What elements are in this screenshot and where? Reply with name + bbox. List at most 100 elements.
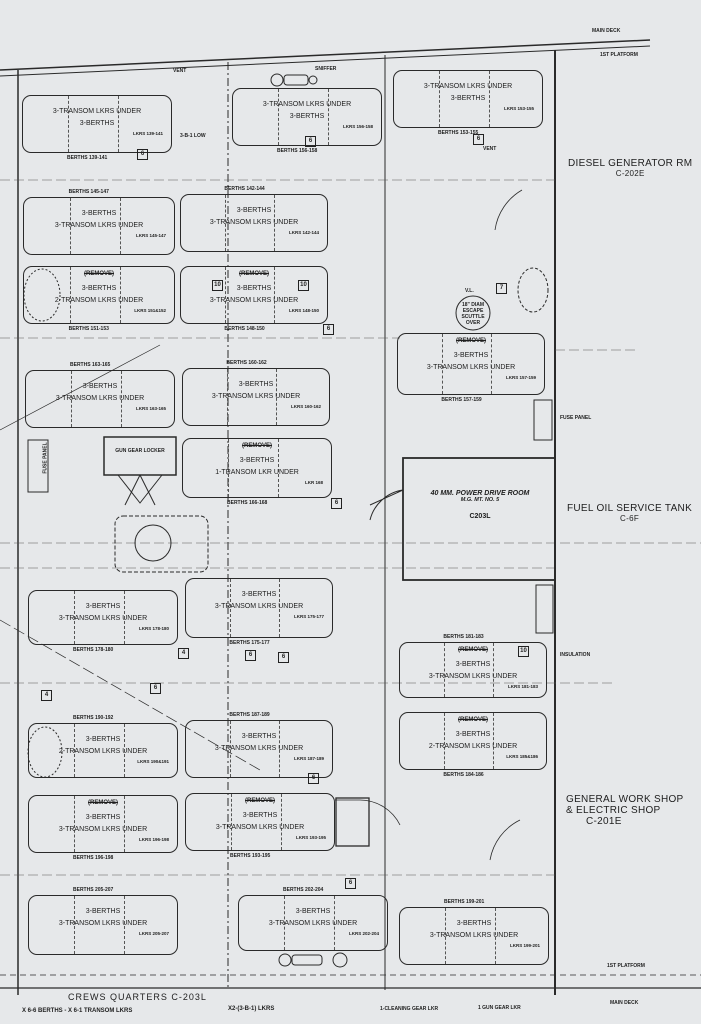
berth-line-2: 3-TRANSOM LKRS UNDER xyxy=(58,920,148,927)
berth-line-1: 3-BERTHS xyxy=(455,731,491,738)
berth-line-2: 3-TRANSOM LKRS UNDER xyxy=(55,395,145,402)
berth-block: (REMOVE) 3-BERTHS 3-TRANSOM LKRS UNDER L… xyxy=(397,333,545,395)
gun-gear-lkr-label: 1 GUN GEAR LKR xyxy=(478,1005,521,1011)
locker-tag: 6 xyxy=(308,773,319,784)
locker-numbers: LKRS 145-147 xyxy=(135,233,166,238)
room-name: FUEL OIL SERVICE TANK xyxy=(567,503,693,514)
berth-divider xyxy=(119,267,121,323)
berth-divider xyxy=(442,334,444,394)
berth-block: 3-BERTHS 3-TRANSOM LKRS UNDER LKRS 178-1… xyxy=(28,590,178,645)
berth-block: 3-BERTHS 3-TRANSOM LKRS UNDER LKRS 160-1… xyxy=(182,368,330,426)
berth-block: 3-TRANSOM LKRS UNDER 3-BERTHS LKRS 153-1… xyxy=(393,70,543,128)
power-drive-room-label: 40 MM. POWER DRIVE ROOM M.G. MT. NO. 5 C… xyxy=(410,490,550,520)
berth-divider xyxy=(333,896,335,950)
berth-block: (REMOVE) 3-BERTHS 3-TRANSOM LKRS UNDER L… xyxy=(185,793,335,851)
berth-line-1: 3-BERTHS xyxy=(453,352,489,359)
berth-caption: BERTHS 181-183 xyxy=(443,634,484,640)
locker-tag: 6 xyxy=(137,149,148,160)
berth-caption: BERTHS 156-158 xyxy=(277,148,318,154)
berth-caption: BERTHS 190-192 xyxy=(73,715,114,721)
berth-line-2: 2-TRANSOM LKRS UNDER xyxy=(58,748,148,755)
berth-divider xyxy=(230,721,232,777)
berth-line-1: 3-BERTHS xyxy=(85,603,121,610)
berth-block: 3-BERTHS 3-TRANSOM LKRS UNDER LKRS 199-2… xyxy=(399,907,549,965)
room-code: C-6F xyxy=(620,514,640,523)
locker-numbers: LKRS 160-162 xyxy=(290,404,321,409)
berth-divider xyxy=(444,643,446,697)
room-code: C-202E xyxy=(615,169,645,178)
berth-block: (REMOVE) 3-BERTHS 3-TRANSOM LKRS UNDER L… xyxy=(28,795,178,853)
berth-block: 3-BERTHS 3-TRANSOM LKRS UNDER LKRS 202-2… xyxy=(238,895,388,951)
diesel-generator-room: DIESEL GENERATOR RM C-202E xyxy=(568,158,692,178)
berth-caption: BERTHS 175-177 xyxy=(229,640,270,646)
berth-block: 3-BERTHS 3-TRANSOM LKRS UNDER LKRS 163-1… xyxy=(25,370,175,428)
berth-block: 3-BERTHS 3-TRANSOM LKRS UNDER LKRS 142-1… xyxy=(180,194,328,252)
berth-line-1: 3-BERTHS xyxy=(239,457,275,464)
locker-numbers: LKRS 205-207 xyxy=(138,931,169,936)
locker-tag: 6 xyxy=(323,324,334,335)
berth-divider xyxy=(493,713,495,769)
berth-line-1: 3-TRANSOM LKRS UNDER xyxy=(423,83,513,90)
berth-divider xyxy=(69,267,71,323)
berth-divider xyxy=(74,724,75,777)
room-sub: M.G. MT. NO. 5 xyxy=(460,497,500,503)
vl-label: V.L. xyxy=(465,288,474,294)
berth-line-1: 3-BERTHS xyxy=(85,736,121,743)
locker-numbers: LKRS 148-150 xyxy=(288,308,319,313)
berth-divider xyxy=(117,96,119,152)
berth-line-2: 3-TRANSOM LKRS UNDER xyxy=(209,297,299,304)
berth-divider xyxy=(225,267,227,323)
locker-numbers: LKRS 199-201 xyxy=(509,943,540,948)
berth-caption: BERTHS 178-180 xyxy=(73,647,114,653)
berth-caption: BERTHS 151-153 xyxy=(68,326,109,332)
berth-divider xyxy=(123,591,125,644)
berth-line-2: 3-BERTHS xyxy=(289,113,325,120)
fuse-panel-label: FUSE PANEL xyxy=(560,415,592,421)
main-deck-label-bottom: MAIN DECK xyxy=(610,1000,639,1006)
berth-line-1: 3-BERTHS xyxy=(242,812,278,819)
fuse-panel-label: FUSE PANEL xyxy=(42,442,49,474)
berth-line-2: 3-TRANSOM LKRS UNDER xyxy=(428,673,518,680)
locker-tag: 6 xyxy=(305,136,316,147)
locker-tag: 6 xyxy=(278,652,289,663)
locker-numbers: LKRS 139-141 xyxy=(132,131,163,136)
berth-caption: BERTHS 166-168 xyxy=(227,500,268,506)
berth-line-2: 3-TRANSOM LKRS UNDER xyxy=(58,615,148,622)
berth-divider xyxy=(74,591,75,644)
berth-line-1: 3-BERTHS xyxy=(455,661,491,668)
berth-divider xyxy=(74,796,75,852)
berth-line-1: 3-BERTHS xyxy=(85,908,121,915)
berth-block: (REMOVE) 3-BERTHS 3-TRANSOM LKRS UNDER L… xyxy=(399,642,547,698)
berth-line-2: 2-TRANSOM LKRS UNDER xyxy=(54,297,144,304)
escape-scuttle xyxy=(455,295,491,331)
berth-block: (REMOVE) 3-BERTHS 1-TRANSOM LKR UNDER LK… xyxy=(182,438,332,498)
locker-tag: 6 xyxy=(345,878,356,889)
platform-label-bottom: 1ST PLATFORM xyxy=(607,963,645,969)
berth-line-2: 3-TRANSOM LKRS UNDER xyxy=(211,393,301,400)
berth-divider xyxy=(120,371,122,427)
berth-line-2: 3-TRANSOM LKRS UNDER xyxy=(215,824,305,831)
berth-divider xyxy=(279,721,281,777)
berth-block: 3-BERTHS 2-TRANSOM LKRS UNDER LKRS 190&1… xyxy=(28,723,178,778)
locker-tag: 7 xyxy=(496,283,507,294)
berth-divider xyxy=(276,369,278,425)
berth-divider xyxy=(123,796,125,852)
berth-line-2: 3-TRANSOM LKRS UNDER xyxy=(426,364,516,371)
berth-divider xyxy=(445,908,446,964)
berth-line-1: 3-BERTHS xyxy=(81,210,117,217)
berth-divider xyxy=(280,794,282,850)
berth-caption: BERTHS 202-204 xyxy=(283,887,324,893)
berth-divider xyxy=(230,579,232,637)
berth-divider xyxy=(439,71,440,127)
berth-line-1: 3-BERTHS xyxy=(236,207,272,214)
locker-tag: 10 xyxy=(298,280,309,291)
berth-divider xyxy=(71,371,72,427)
remove-note: (REMOVE) xyxy=(239,271,269,277)
room-name: 40 MM. POWER DRIVE ROOM xyxy=(430,490,530,497)
berth-divider xyxy=(327,89,329,145)
berth-divider xyxy=(123,896,125,954)
berth-block: 3-BERTHS 3-TRANSOM LKRS UNDER LKRS 187-1… xyxy=(185,720,333,778)
berth-line-2: 3-BERTHS xyxy=(79,120,115,127)
low-locker-label: 3-B-1 LOW xyxy=(180,133,206,139)
